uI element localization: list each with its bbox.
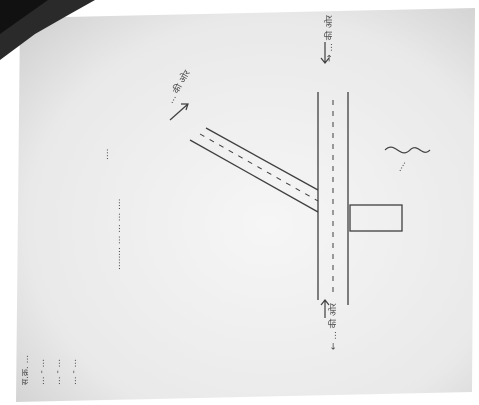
paper-sheet [16,8,475,402]
label-small-upper: .... [101,149,111,160]
road-main [317,92,349,305]
label-center-text: ........ ... ... ... .... [113,198,123,270]
left-note-line4: ... - ... [69,359,79,385]
label-bottom-left: ← ... की ओर [327,303,339,350]
plot-box [349,204,403,232]
left-note-line2: ... - ... [37,359,47,385]
label-top-right: → ... की ओर [323,15,335,62]
left-note-line3: ... - ... [53,359,63,385]
direction-arrows [169,42,330,318]
stamp-label: .... [394,159,408,174]
road-branch [189,127,319,213]
left-note-line1: स.क्र. ... [21,355,31,385]
signature-mark [384,146,431,154]
dark-corner-edge [0,0,48,34]
